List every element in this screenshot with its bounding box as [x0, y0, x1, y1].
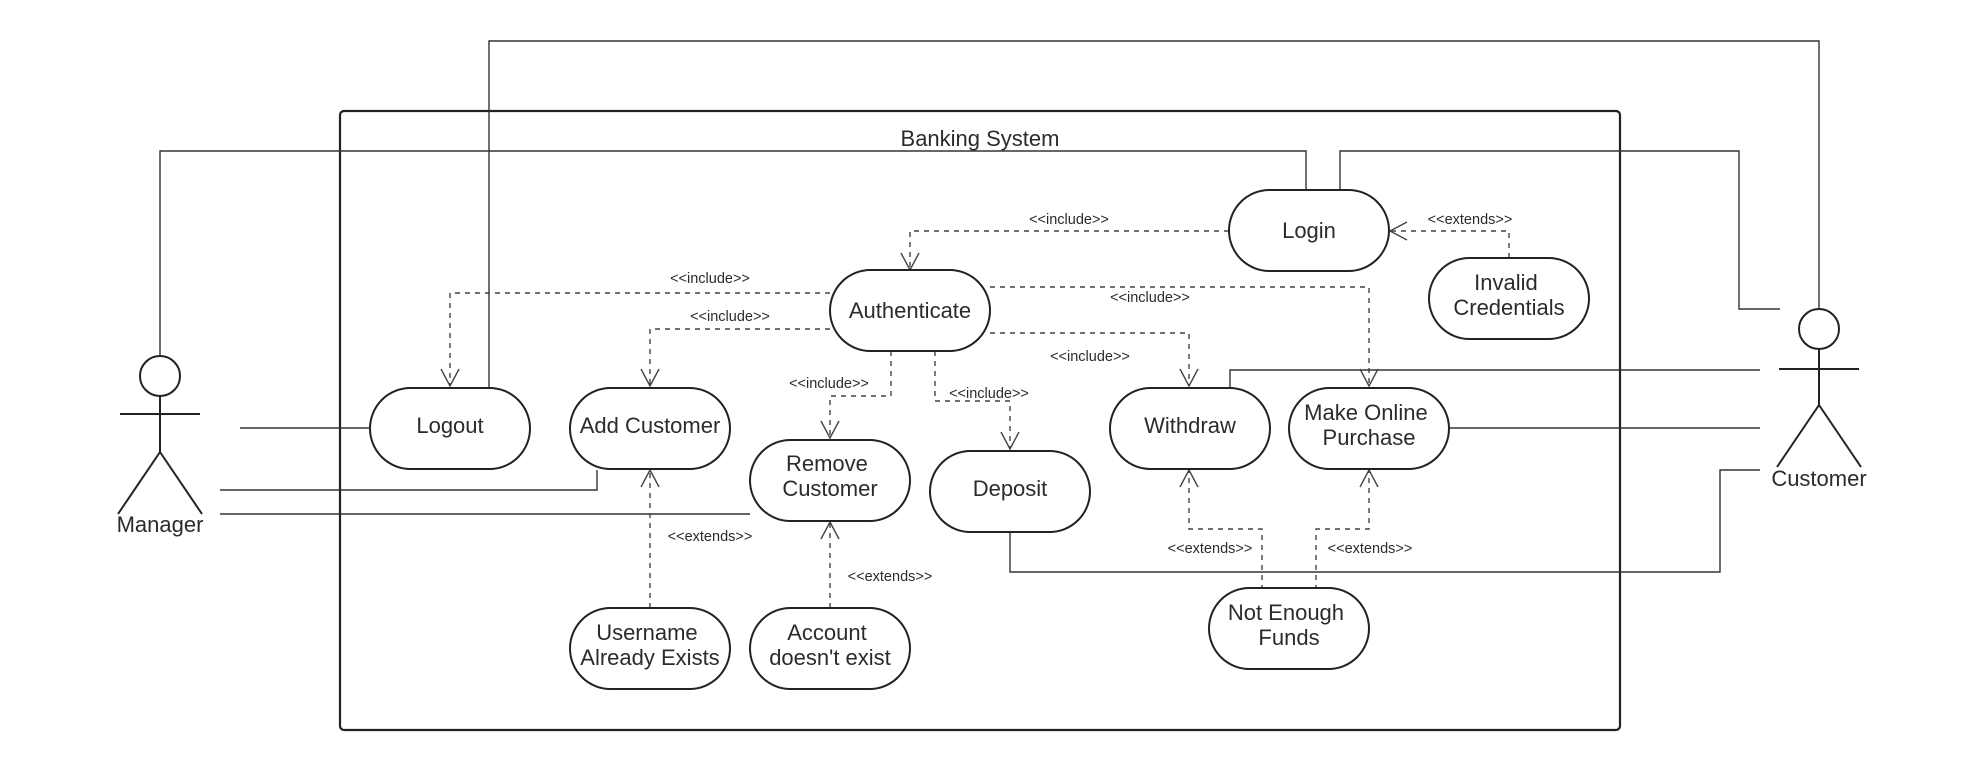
label-include: <<include>>	[1050, 349, 1130, 365]
extends-funds-make-purchase	[1315, 470, 1370, 590]
extends-funds-withdraw	[1188, 470, 1263, 590]
label-extends: <<extends>>	[1328, 541, 1413, 557]
use-case-label: Customer	[782, 476, 877, 501]
include-authenticate-add-customer	[649, 328, 830, 386]
svg-text:Account doesn't exist: Account doesn't exist	[769, 620, 891, 670]
label-extends: <<extends>>	[1168, 541, 1253, 557]
use-case-login[interactable]: Login	[1228, 189, 1390, 272]
svg-text:Remove Customer: Remove Customer	[782, 451, 877, 501]
actor-manager[interactable]: Manager	[117, 355, 204, 537]
use-case-label: Logout	[416, 413, 483, 438]
include-login-authenticate	[909, 230, 1229, 270]
extends-invalid-login	[1390, 230, 1510, 258]
arrowhead	[1359, 368, 1379, 388]
arrowhead	[820, 420, 840, 440]
use-case-label: Purchase	[1323, 425, 1416, 450]
use-case-label: Already Exists	[580, 645, 719, 670]
use-case-label: Username	[596, 620, 697, 645]
include-authenticate-withdraw	[990, 332, 1190, 386]
svg-text:Login: Login	[1282, 218, 1336, 243]
arrowhead	[1000, 431, 1020, 451]
use-case-label: Credentials	[1453, 295, 1564, 320]
use-case-label: Not Enough	[1228, 600, 1344, 625]
use-case-label: Make Online	[1304, 400, 1428, 425]
association-customer-logout	[488, 40, 1820, 389]
use-case-deposit[interactable]: Deposit	[929, 450, 1091, 533]
svg-text:Not Enough Funds: Not Enough Funds	[1228, 600, 1350, 650]
association-manager-login	[159, 150, 1307, 356]
label-include: <<include>>	[690, 309, 770, 325]
svg-text:Logout: Logout	[416, 413, 483, 438]
arrowhead	[640, 368, 660, 388]
label-extends: <<extends>>	[668, 529, 753, 545]
use-case-username-already-exists[interactable]: Username Already Exists	[569, 607, 731, 690]
use-case-label: doesn't exist	[769, 645, 891, 670]
arrowhead	[440, 368, 460, 388]
system-boundary	[338, 109, 1622, 732]
arrowhead	[1388, 221, 1408, 241]
association-manager-add-customer	[220, 470, 598, 491]
use-case-logout[interactable]: Logout	[369, 387, 531, 470]
association-customer-withdraw	[1229, 369, 1760, 389]
use-case-label: Funds	[1258, 625, 1319, 650]
stick-figure-icon	[1776, 308, 1862, 468]
label-include: <<include>>	[789, 376, 869, 392]
include-authenticate-make-purchase	[990, 286, 1370, 386]
use-case-label: Login	[1282, 218, 1336, 243]
label-include: <<include>>	[670, 271, 750, 287]
use-case-add-customer[interactable]: Add Customer	[569, 387, 731, 470]
label-extends: <<extends>>	[848, 569, 933, 585]
association-lines	[159, 40, 1820, 573]
use-case-label: Deposit	[973, 476, 1048, 501]
use-case-label: Add Customer	[580, 413, 721, 438]
actor-customer[interactable]: Customer	[1771, 308, 1867, 491]
use-case-authenticate[interactable]: Authenticate	[829, 269, 991, 352]
association-customer-deposit	[1009, 469, 1760, 573]
use-case-remove-customer[interactable]: Remove Customer	[749, 439, 911, 522]
use-case-invalid-credentials[interactable]: Invalid Credentials	[1428, 257, 1590, 340]
arrowhead	[1179, 368, 1199, 388]
association-customer-login	[1339, 150, 1780, 310]
use-case-label: Invalid	[1474, 270, 1538, 295]
use-case-account-doesnt-exist[interactable]: Account doesn't exist	[749, 607, 911, 690]
label-extends: <<extends>>	[1428, 212, 1513, 228]
svg-text:Deposit: Deposit	[973, 476, 1048, 501]
svg-text:Invalid Credentials: Invalid Credentials	[1453, 270, 1564, 320]
use-case-not-enough-funds[interactable]: Not Enough Funds	[1208, 587, 1370, 670]
svg-text:Withdraw: Withdraw	[1144, 413, 1236, 438]
actor-label: Manager	[117, 512, 204, 537]
svg-text:Username Already Exists: Username Already Exists	[580, 620, 719, 670]
stick-figure-icon	[117, 355, 203, 515]
use-case-make-online-purchase[interactable]: Make Online Purchase	[1288, 387, 1450, 470]
include-authenticate-deposit	[934, 351, 1011, 449]
svg-text:Authenticate: Authenticate	[849, 298, 971, 323]
dependency-lines: <<include>> <<extends>> <<include>> <<in…	[440, 212, 1513, 608]
system-title: Banking System	[901, 126, 1060, 151]
label-include: <<include>>	[1029, 212, 1109, 228]
include-authenticate-remove-customer	[829, 351, 892, 438]
label-include: <<include>>	[1110, 290, 1190, 306]
use-case-label: Withdraw	[1144, 413, 1236, 438]
include-authenticate-logout	[449, 292, 830, 386]
use-case-label: Remove	[786, 451, 868, 476]
svg-text:Make Online Purchase: Make Online Purchase	[1304, 400, 1434, 450]
svg-text:Add Customer: Add Customer	[580, 413, 721, 438]
use-case-label: Account	[787, 620, 867, 645]
use-case-withdraw[interactable]: Withdraw	[1109, 387, 1271, 470]
actor-label: Customer	[1771, 466, 1866, 491]
label-include: <<include>>	[949, 386, 1029, 402]
use-case-label: Authenticate	[849, 298, 971, 323]
